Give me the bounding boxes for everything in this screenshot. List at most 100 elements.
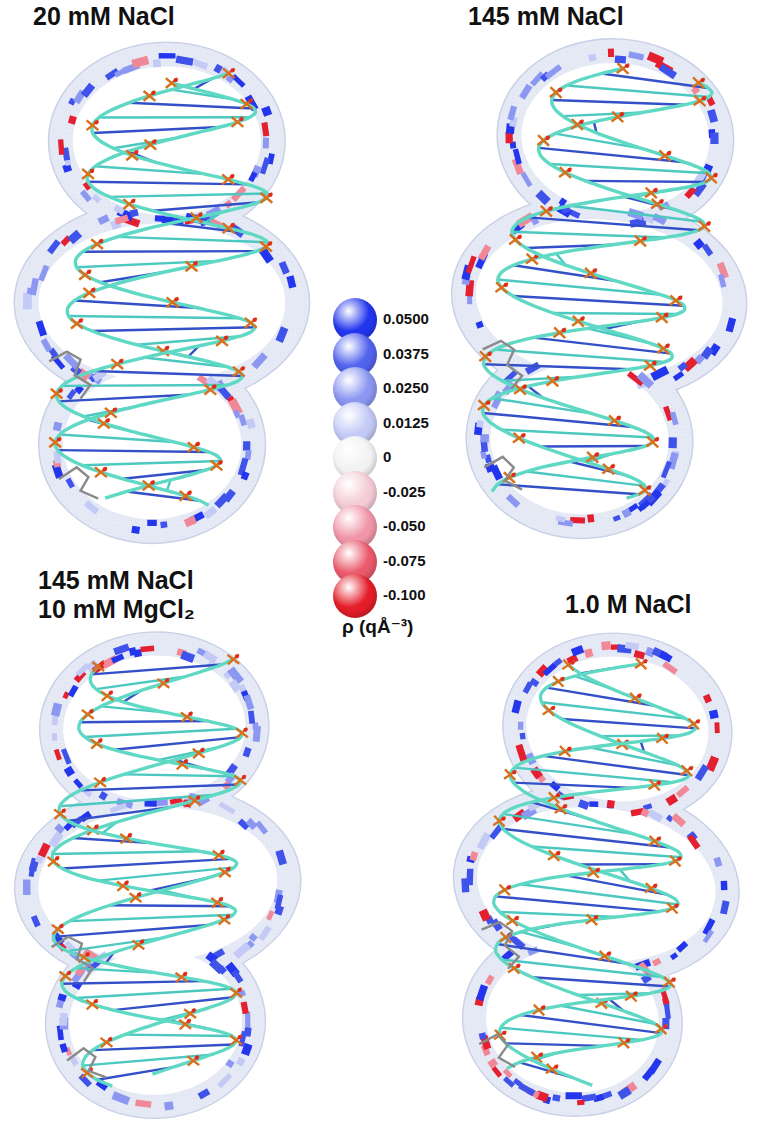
oxygen-atom	[556, 851, 561, 856]
charge-patch	[476, 321, 484, 329]
oxygen-atom	[625, 64, 630, 69]
oxygen-atom	[173, 78, 177, 82]
oxygen-atom	[218, 460, 222, 464]
phosphate-group	[587, 867, 599, 878]
molecule-cavity	[59, 651, 249, 805]
phosphate-group	[644, 360, 656, 371]
phosphate-group	[493, 816, 505, 827]
oxygen-atom	[637, 694, 642, 699]
oxygen-atom	[94, 999, 98, 1003]
oxygen-atom	[702, 96, 707, 101]
charge-patch	[231, 969, 243, 983]
base-pair-stick	[97, 1067, 174, 1080]
phosphate-group	[48, 856, 60, 866]
charge-patch	[515, 744, 527, 762]
phosphate-group	[572, 316, 584, 327]
phosphate-group	[559, 167, 571, 178]
oxygen-atom	[85, 952, 89, 956]
oxygen-atom	[580, 316, 585, 321]
charge-patch	[164, 1101, 174, 1110]
base-pair-stick	[82, 461, 221, 465]
oxygen-atom	[700, 78, 705, 83]
charge-patch	[549, 781, 560, 792]
phosphate-group	[79, 270, 91, 280]
charge-patch	[662, 661, 678, 674]
charge-patch	[144, 800, 156, 807]
charge-patch	[261, 106, 272, 117]
oxygen-atom	[152, 140, 156, 144]
charge-patch	[673, 371, 684, 381]
grey-residue	[49, 352, 98, 499]
charge-patch	[180, 651, 195, 663]
oxygen-atom	[594, 915, 599, 920]
charge-patch	[217, 965, 227, 975]
base-pair-stick	[67, 807, 170, 821]
charge-patch	[535, 190, 550, 205]
phosphate-group	[663, 977, 675, 988]
oxygen-atom	[242, 775, 246, 779]
oxygen-atom	[94, 825, 98, 829]
phosphate-group	[82, 169, 94, 179]
phosphate-group	[232, 117, 244, 127]
charge-patch	[607, 800, 615, 809]
legend-value: -0.050	[383, 517, 426, 534]
charge-patch	[720, 900, 730, 914]
charge-patch	[204, 506, 218, 519]
oxygen-atom	[224, 336, 228, 340]
charge-patch	[726, 317, 737, 332]
charge-patch	[687, 834, 701, 850]
charge-patch	[659, 651, 673, 663]
charge-patch	[58, 139, 64, 155]
phosphate-group	[95, 467, 107, 477]
charge-patch	[571, 645, 585, 656]
oxygen-atom	[212, 385, 216, 389]
base-pair-stick	[554, 134, 642, 149]
phosphate-group	[86, 999, 98, 1009]
phosphate-group	[111, 359, 123, 369]
base-pair-stick	[62, 384, 228, 387]
phosphate-group	[533, 1005, 545, 1016]
charge-patch	[634, 650, 646, 659]
base-pair-stick	[129, 103, 254, 109]
phosphate-group	[92, 661, 104, 671]
base-pair-stick	[513, 775, 632, 795]
oxygen-atom	[561, 328, 566, 333]
oxygen-atom	[554, 1064, 559, 1069]
oxygen-atom	[678, 296, 683, 301]
oxygen-atom	[100, 661, 104, 665]
oxygen-atom	[268, 242, 272, 246]
oxygen-atom	[108, 1037, 112, 1041]
charge-patch	[258, 925, 272, 941]
charge-patch	[184, 516, 197, 528]
charge-patch	[677, 362, 687, 372]
charge-patch	[480, 434, 489, 442]
oxygen-atom	[654, 437, 659, 442]
charge-patch	[54, 823, 65, 834]
phosphate-group	[261, 193, 273, 203]
phosphate-group	[629, 693, 641, 704]
phosphate-group	[645, 188, 657, 199]
charge-patch	[661, 461, 672, 479]
base-pair-stick	[62, 859, 231, 869]
legend-value: 0.0500	[383, 310, 429, 327]
oxygen-atom	[567, 168, 572, 173]
legend-value: 0.0125	[383, 414, 429, 431]
charge-patch	[506, 494, 521, 508]
charge-patch	[637, 372, 655, 389]
base-pair-stick	[98, 867, 235, 880]
oxygen-atom	[517, 235, 522, 240]
oxygen-atom	[58, 389, 62, 393]
phosphate-group	[167, 297, 179, 307]
phosphate-group	[649, 780, 661, 791]
phosphate-group	[98, 419, 110, 429]
oxygen-atom	[131, 199, 135, 203]
charge-patch	[31, 915, 41, 928]
phosphate-group	[688, 719, 700, 730]
rna-panel	[436, 29, 764, 548]
backbone-stick	[42, 659, 255, 1078]
oxygen-atom	[538, 1052, 543, 1057]
charge-patch	[507, 105, 517, 120]
oxygen-atom	[514, 916, 519, 921]
charge-patch	[114, 215, 129, 225]
phosphate-group	[180, 491, 192, 501]
